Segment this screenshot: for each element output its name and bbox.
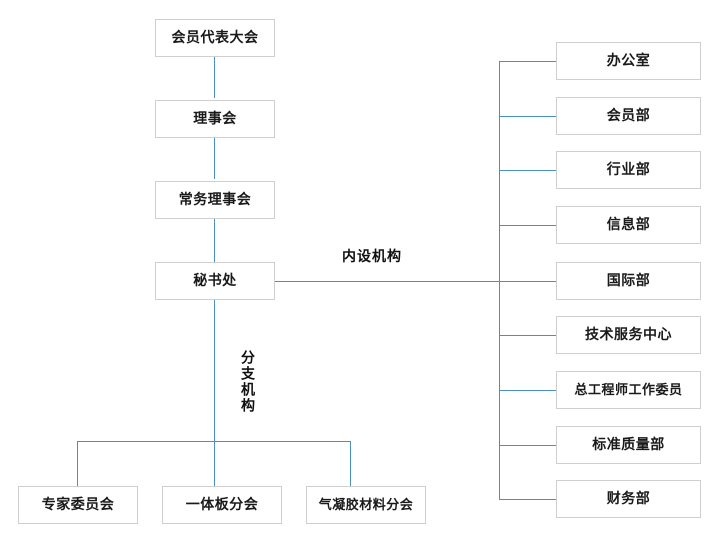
connector-bus-to-aerogel-material (350, 441, 351, 486)
node-expert-committee[interactable]: 专家委员会 (18, 486, 138, 524)
connector-council-to-standing (214, 138, 215, 179)
node-secretariat[interactable]: 秘书处 (155, 262, 275, 300)
internal-departments-spine (499, 61, 500, 500)
node-membership-department[interactable]: 会员部 (556, 97, 701, 135)
node-technical-service-center[interactable]: 技术服务中心 (556, 316, 701, 354)
node-standing-council[interactable]: 常务理事会 (155, 181, 275, 219)
node-international-department[interactable]: 国际部 (556, 262, 701, 300)
connector-assembly-to-council (214, 57, 215, 98)
edge-label-internal-departments: 内设机构 (342, 249, 402, 265)
edge-label-branch-organizations: 分支机构 (239, 350, 255, 414)
node-chief-engineer-committee[interactable]: 总工程师工作委员 (556, 371, 701, 409)
connector-spine-to-standard-quality (499, 445, 556, 446)
node-finance-department[interactable]: 财务部 (556, 480, 701, 518)
node-industry-department[interactable]: 行业部 (556, 151, 701, 189)
node-aerogel-material-branch[interactable]: 气凝胶材料分会 (306, 486, 426, 524)
node-assembly[interactable]: 会员代表大会 (155, 19, 275, 57)
connector-spine-to-membership (499, 116, 556, 117)
connector-standing-to-secretariat (214, 219, 215, 262)
connector-bus-to-expert-committee (77, 441, 78, 486)
connector-bus-to-integrated-board (214, 441, 215, 486)
node-information-department[interactable]: 信息部 (556, 206, 701, 244)
connector-spine-to-chief-engineer (499, 390, 556, 391)
connector-secretariat-to-branch-bus (214, 300, 215, 441)
node-council[interactable]: 理事会 (155, 100, 275, 138)
node-integrated-board-branch[interactable]: 一体板分会 (162, 486, 282, 524)
connector-spine-to-finance (499, 499, 556, 500)
connector-spine-to-office (499, 61, 556, 62)
node-standard-quality-department[interactable]: 标准质量部 (556, 426, 701, 464)
node-office[interactable]: 办公室 (556, 42, 701, 80)
connector-spine-to-tech-service (499, 335, 556, 336)
connector-spine-to-information (499, 225, 556, 226)
connector-spine-to-industry (499, 170, 556, 171)
connector-secretariat-to-internal-spine (275, 281, 500, 282)
connector-spine-to-international (499, 281, 556, 282)
